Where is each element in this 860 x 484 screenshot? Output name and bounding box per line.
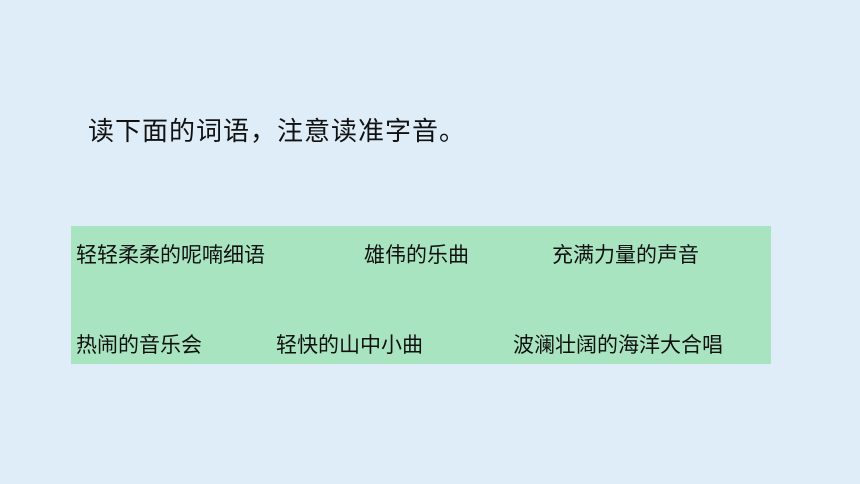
phrase-item: 雄伟的乐曲	[364, 243, 469, 267]
phrase-box: 轻轻柔柔的呢喃细语 雄伟的乐曲 充满力量的声音 热闹的音乐会 轻快的山中小曲 波…	[71, 226, 771, 364]
phrase-item: 轻快的山中小曲	[276, 333, 423, 357]
phrase-item: 轻轻柔柔的呢喃细语	[76, 243, 265, 267]
phrase-item: 波澜壮阔的海洋大合唱	[513, 333, 723, 357]
instruction-text: 读下面的词语，注意读准字音。	[88, 117, 467, 147]
phrase-item: 热闹的音乐会	[76, 333, 202, 357]
phrase-item: 充满力量的声音	[552, 243, 699, 267]
